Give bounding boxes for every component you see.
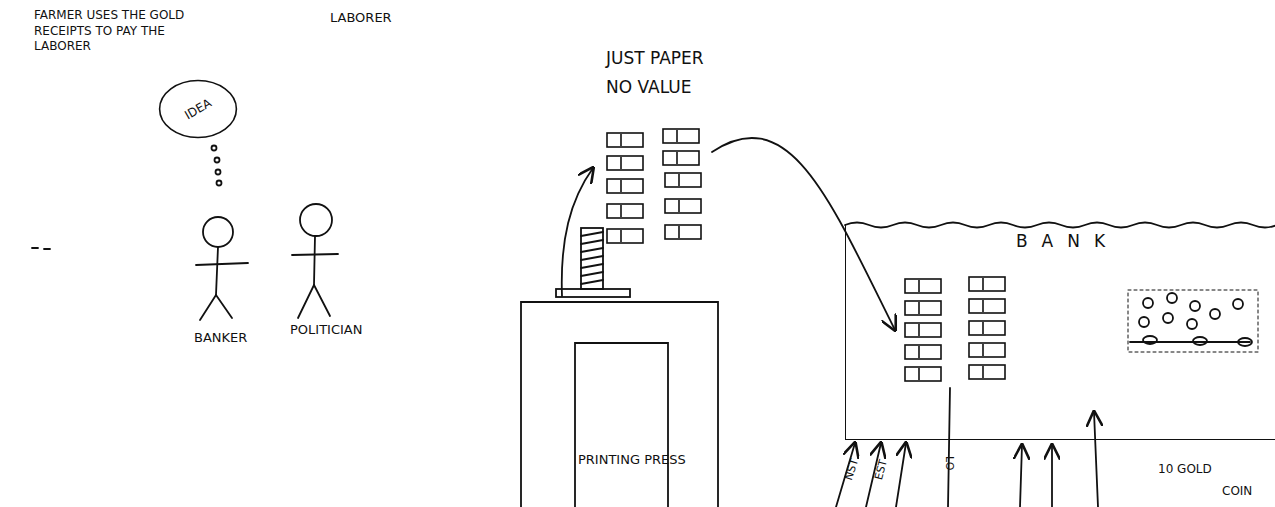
note-text: FARMER USES THE GOLD RECEIPTS TO PAY THE… <box>34 8 204 55</box>
coin-label: 10 GOLD <box>1158 462 1212 478</box>
node-text: BANK <box>846 231 1275 252</box>
arrow-label: EST <box>872 458 891 482</box>
figure-label: POLITICIAN <box>290 322 362 339</box>
part-name: PRINTING PRESS <box>578 452 686 469</box>
figure-label: BANKER <box>194 330 247 347</box>
figure-label: LABORER <box>330 10 392 27</box>
arrow-label: NST <box>842 457 862 482</box>
coin-label: COIN <box>1222 484 1252 500</box>
bank-box: BANK <box>845 225 1275 440</box>
arrow-label: LO <box>942 456 956 470</box>
thought-bubble: IDEA <box>158 78 238 140</box>
node-text: IDEA <box>182 95 214 122</box>
note-text: JUST PAPER NO VALUE <box>606 44 734 102</box>
